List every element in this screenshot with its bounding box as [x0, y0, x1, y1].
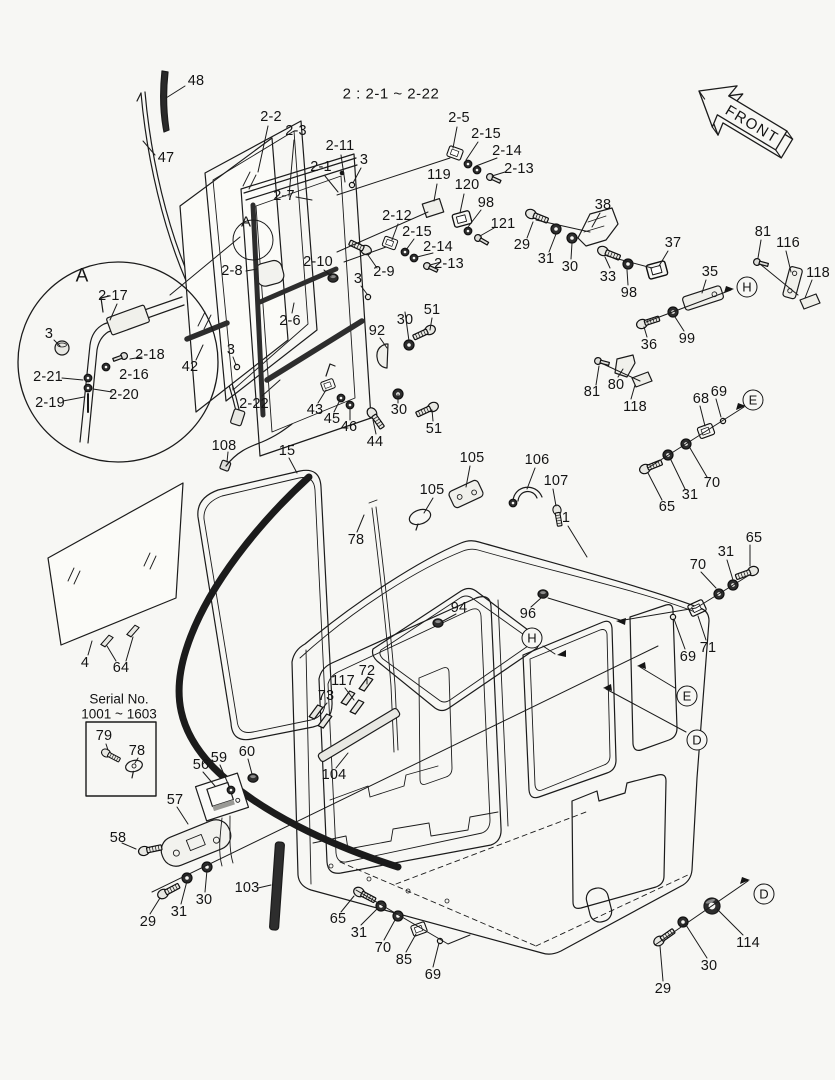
page-title: 2 : 2-1 ~ 2-22 [342, 85, 440, 103]
front-direction-arrow: FRONT [698, 85, 794, 159]
serial-note-line1: Serial No. [89, 691, 149, 707]
leader-lines [53, 85, 813, 982]
construction-lines [151, 157, 799, 946]
hardware-art [319, 144, 821, 621]
detail-view-a [17, 261, 219, 463]
cab-body-art [291, 479, 710, 955]
view-arrowheads [557, 286, 750, 884]
door-glass-art [47, 423, 402, 871]
lower-left-art [85, 721, 285, 931]
front-window-art [179, 120, 374, 457]
serial-note-line2: 1001 ~ 1603 [81, 706, 157, 722]
